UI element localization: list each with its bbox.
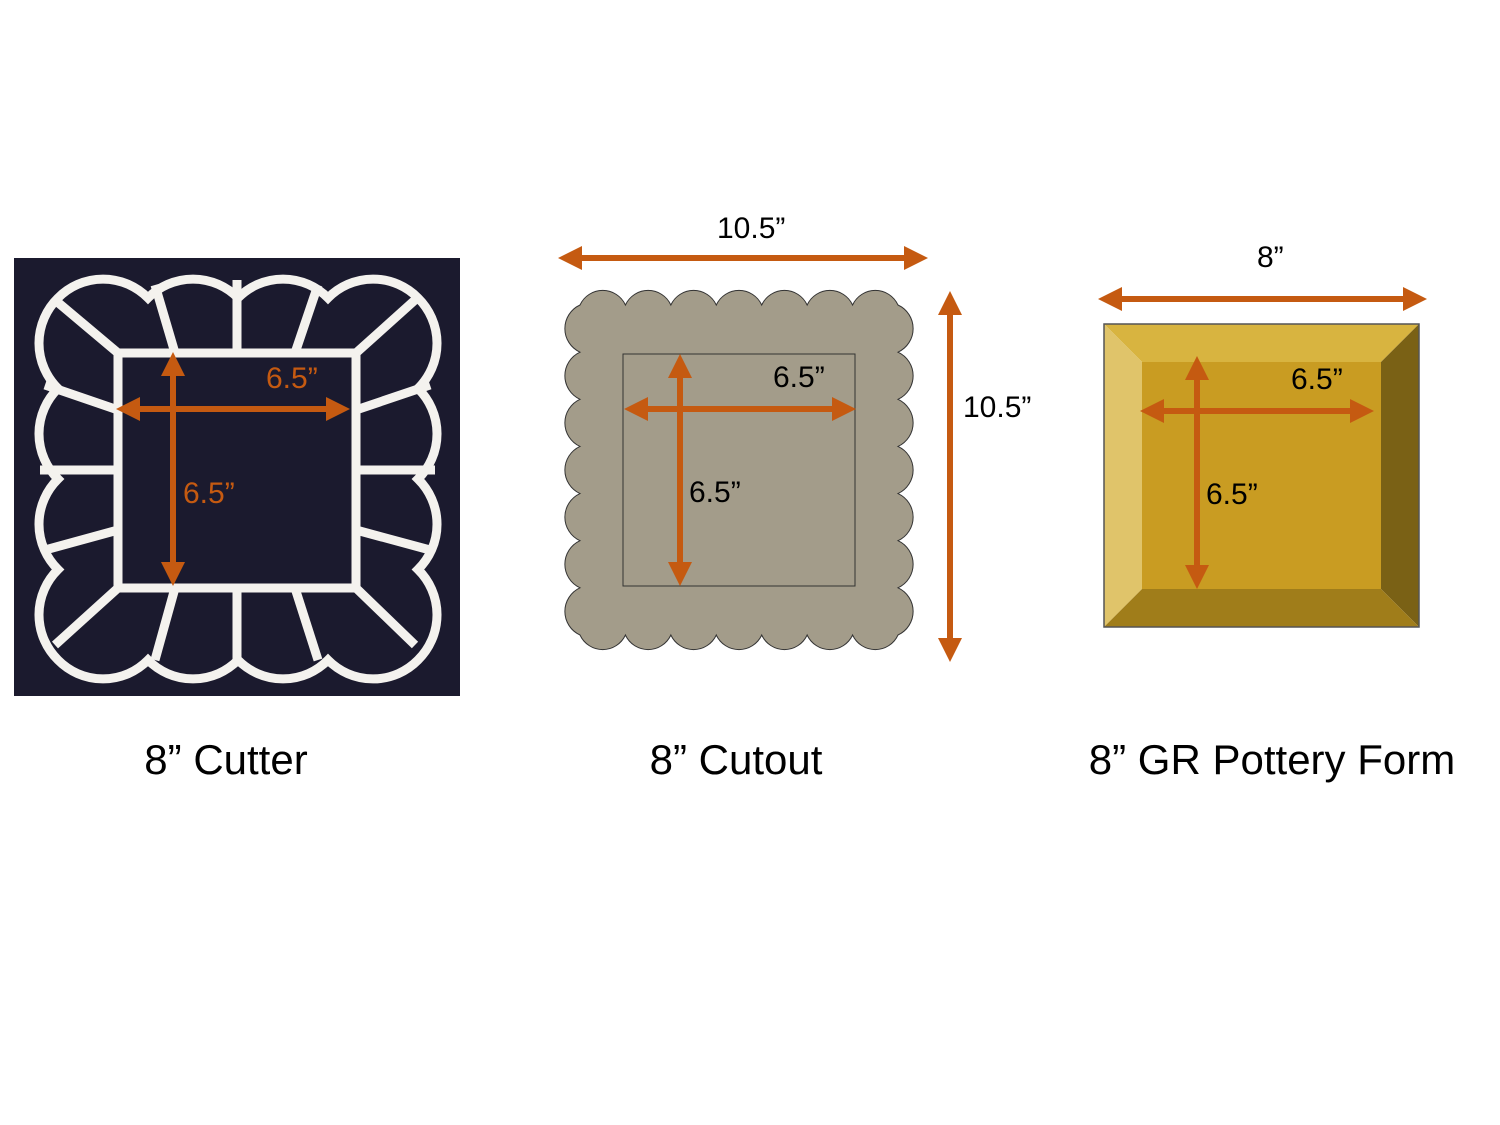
cutout-title: 8” Cutout [649,736,823,783]
cutter-title: 8” Cutter [144,736,308,783]
cutter-arrows [116,352,350,586]
form-arrows [1098,287,1427,589]
cutout-shape [564,289,914,651]
cutout-outer-width-label: 10.5” [717,212,786,245]
form-outer-width-label: 8” [1257,241,1284,274]
cutout-arrows [558,246,962,662]
cutter-width-label: 6.5” [266,362,318,395]
cutter-image [14,258,460,696]
form-inner-height-label: 6.5” [1206,478,1258,511]
cutout-outer-height-label: 10.5” [963,391,1032,424]
form-inner-width-label: 6.5” [1291,363,1343,396]
pottery-form [1103,323,1420,628]
form-title: 8” GR Pottery Form [1088,736,1456,783]
cutter-height-label: 6.5” [183,477,235,510]
cutout-inner-square [622,353,856,587]
cutout-inner-width-label: 6.5” [773,361,825,394]
cutout-inner-height-label: 6.5” [689,476,741,509]
